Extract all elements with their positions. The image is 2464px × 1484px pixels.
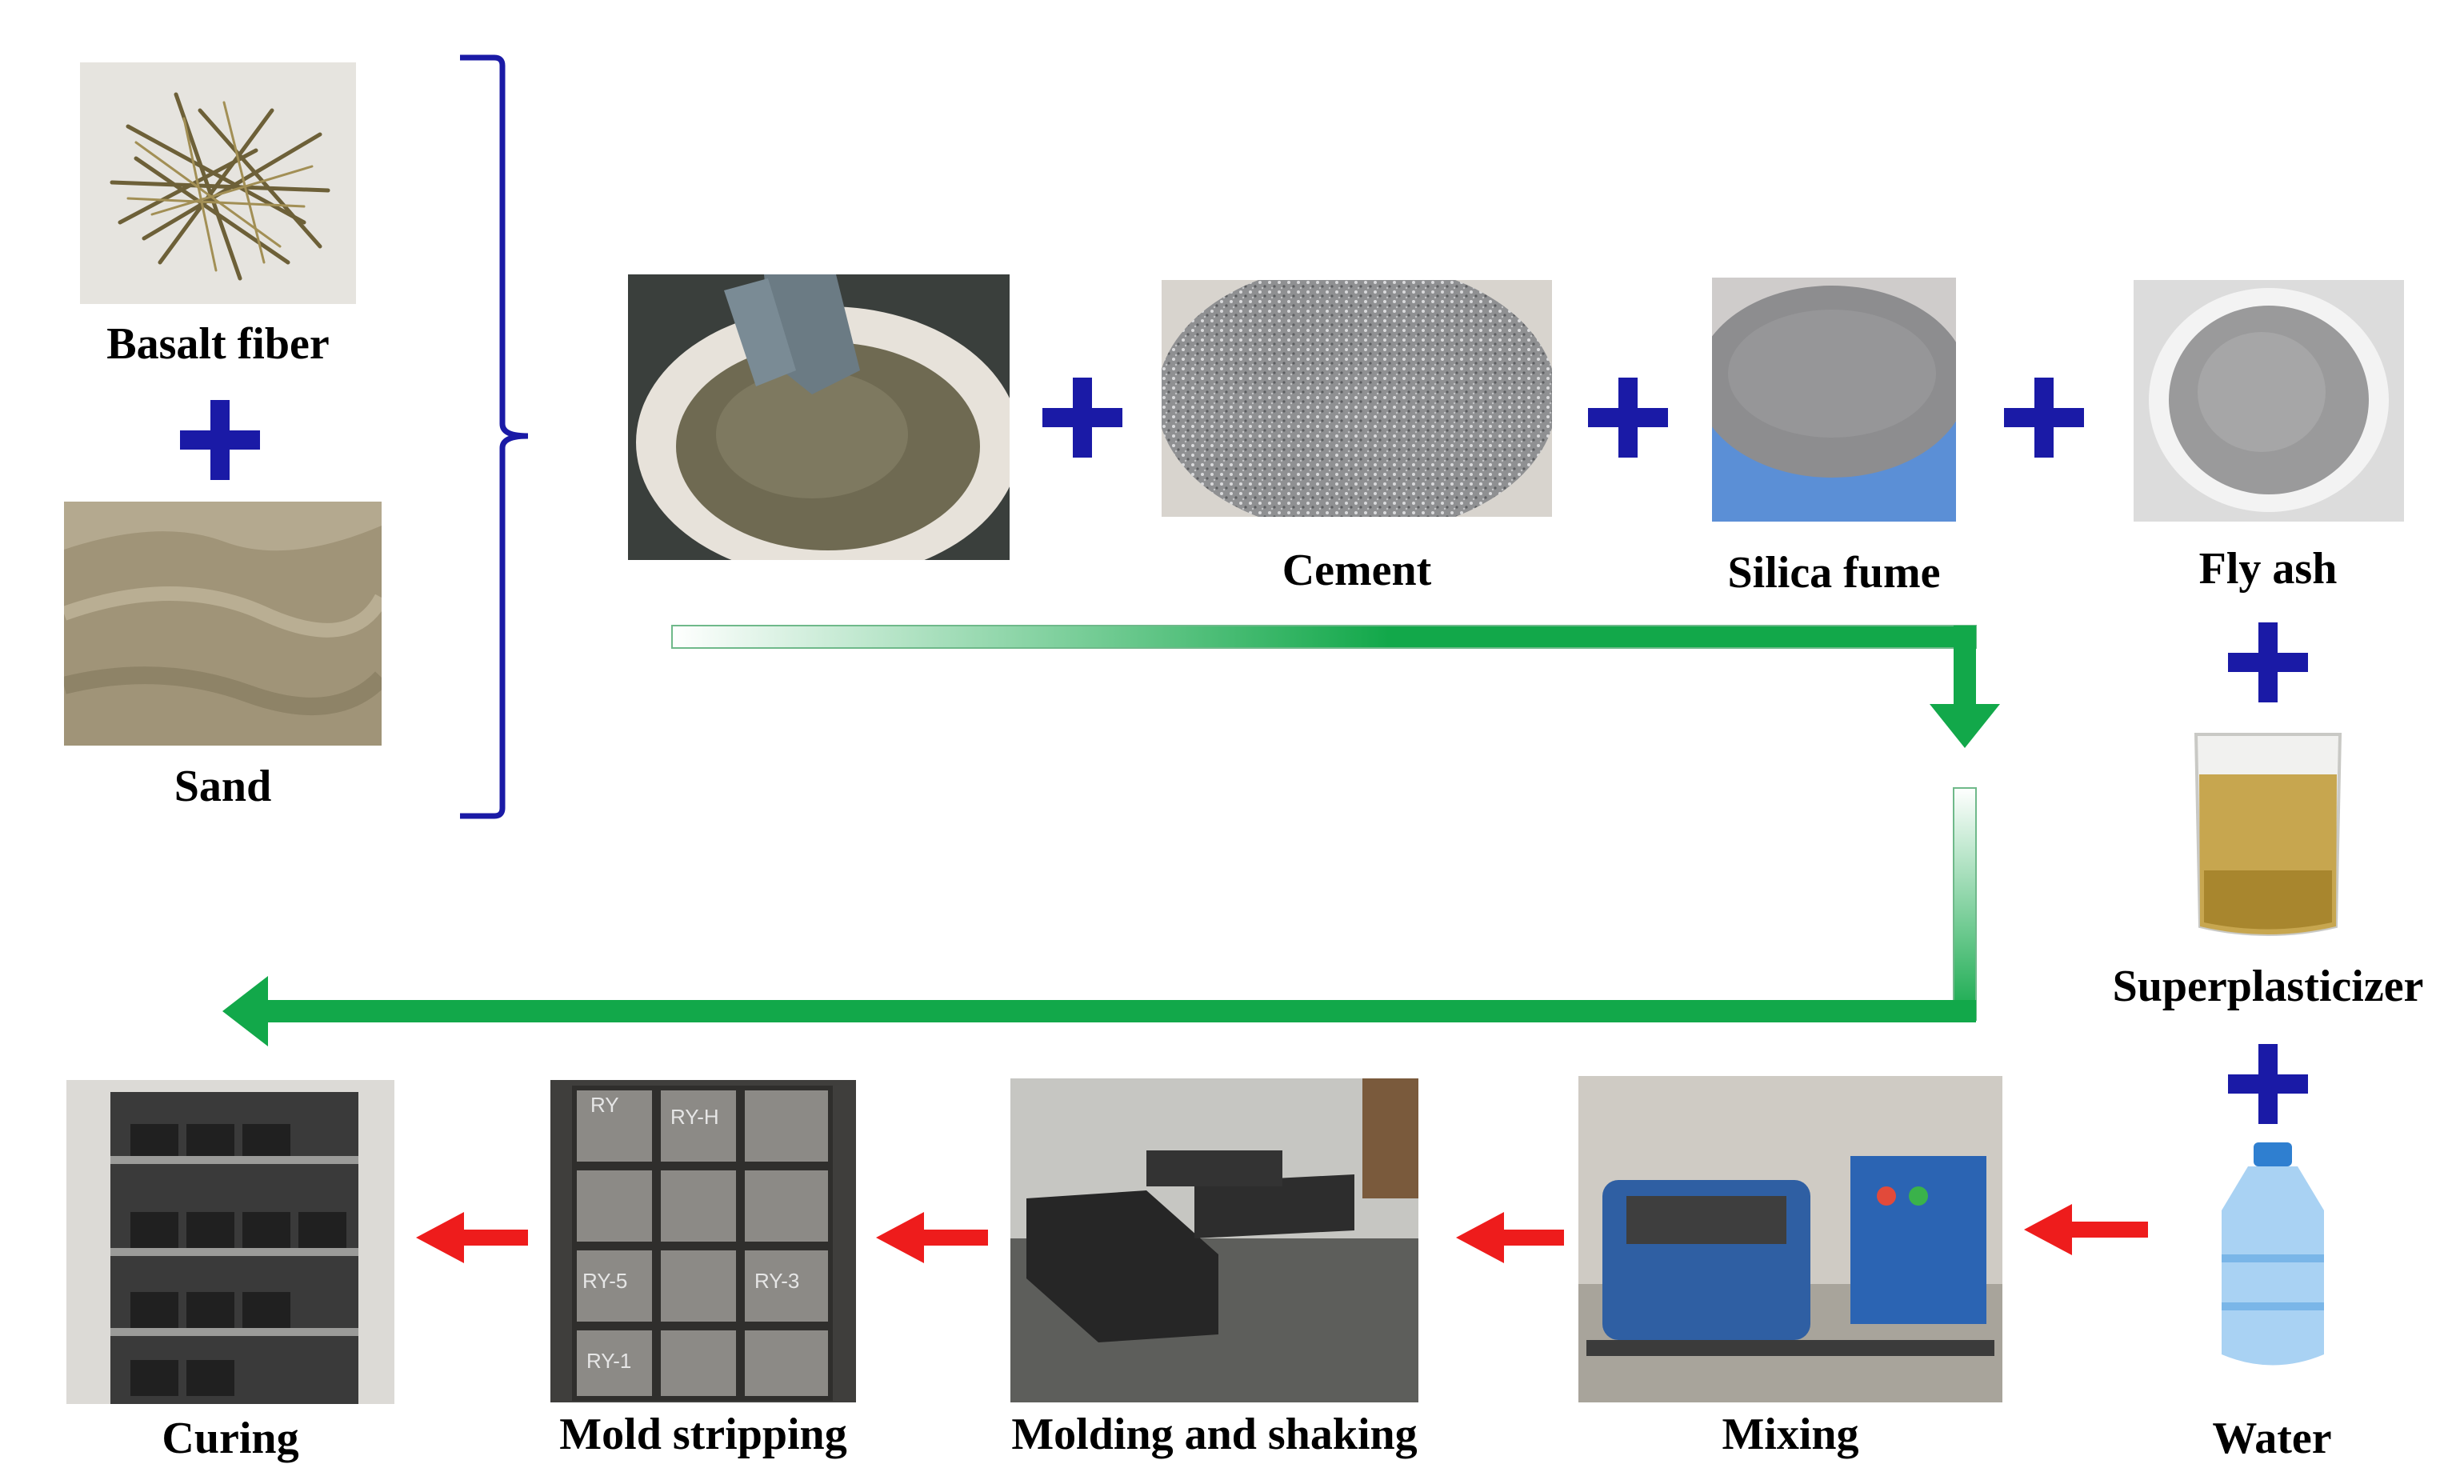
mold-stripping-label: Mold stripping — [559, 1410, 847, 1459]
molding-and-shaking-label: Molding and shaking — [1011, 1410, 1418, 1459]
curing-cabinet-photo — [66, 1080, 394, 1404]
basalt-fiber-photo — [80, 62, 356, 304]
fly-ash-label: Fly ash — [2198, 544, 2338, 594]
specimen-mark: RY-3 — [754, 1269, 799, 1293]
cement-label: Cement — [1282, 546, 1432, 595]
flow-arrow-segment — [671, 625, 1977, 649]
plus-icon — [1588, 378, 1668, 458]
mixed-fiber-sand-bowl-photo — [628, 274, 1010, 560]
water-label: Water — [2212, 1414, 2332, 1463]
silica-fume-photo — [1712, 278, 1956, 522]
grouping-bracket — [460, 54, 529, 819]
plus-icon — [180, 400, 260, 480]
plus-icon — [2228, 1044, 2308, 1124]
specimen-mark: RY-H — [670, 1105, 719, 1129]
mold-stripping-photo: RY RY-H RY-5 RY-3 RY-1 — [550, 1080, 856, 1402]
flow-arrow-segment — [264, 1000, 1976, 1022]
water-bottle-photo — [2204, 1142, 2342, 1374]
superplasticizer-label: Superplasticizer — [2112, 962, 2424, 1011]
sand-photo — [64, 502, 382, 746]
specimen-mark: RY-5 — [582, 1269, 627, 1293]
cement-photo — [1162, 280, 1552, 517]
sand-label: Sand — [174, 762, 272, 811]
curing-label: Curing — [162, 1414, 299, 1463]
plus-icon — [1042, 378, 1122, 458]
green-arrow-down-icon — [1930, 704, 2000, 748]
superplasticizer-beaker-photo — [2180, 726, 2356, 942]
plus-icon — [2004, 378, 2084, 458]
mixing-label: Mixing — [1722, 1410, 1859, 1459]
basalt-fiber-label: Basalt fiber — [106, 319, 330, 369]
molding-and-shaking-photo — [1010, 1078, 1418, 1402]
plus-icon — [2228, 622, 2308, 702]
fly-ash-photo — [2134, 280, 2404, 522]
red-left-arrow-icon — [876, 1212, 988, 1263]
specimen-mark: RY-1 — [586, 1349, 631, 1373]
red-left-arrow-icon — [2024, 1204, 2148, 1255]
red-left-arrow-icon — [1456, 1212, 1564, 1263]
mixing-machine-photo — [1578, 1076, 2002, 1402]
flow-arrow-segment — [1954, 626, 1976, 706]
silica-fume-label: Silica fume — [1727, 548, 1941, 598]
flow-arrow-segment — [1953, 787, 1977, 1021]
green-arrow-left-icon — [222, 976, 268, 1046]
specimen-mark: RY — [590, 1093, 619, 1117]
red-left-arrow-icon — [416, 1212, 528, 1263]
